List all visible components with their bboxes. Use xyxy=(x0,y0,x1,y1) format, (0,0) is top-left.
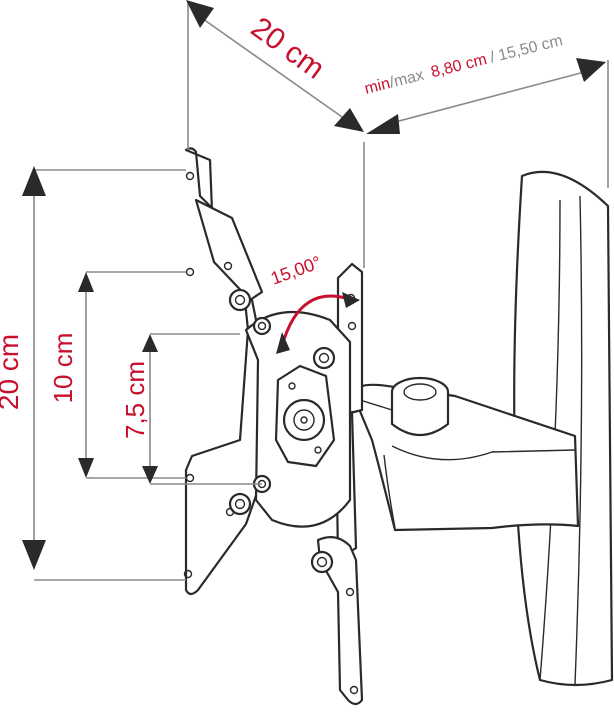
depth-min-value: 8,80 cm xyxy=(429,51,488,81)
outer-height-label: 20 cm xyxy=(0,334,24,410)
swing-arm xyxy=(350,376,580,532)
inner-height-label: 7,5 cm xyxy=(120,361,150,439)
bolt xyxy=(228,492,252,516)
angle-label: 15,00° xyxy=(268,252,324,289)
depth-max-prefix: max xyxy=(392,67,425,91)
depth-max-value: 15,50 cm xyxy=(497,32,565,64)
rotation-hub xyxy=(274,364,336,468)
bolt xyxy=(312,346,336,370)
dimension-lines xyxy=(22,0,609,581)
bolt xyxy=(228,288,252,312)
depth-slash-1: / xyxy=(388,74,397,92)
bolt xyxy=(310,550,334,574)
vesa-plate xyxy=(183,147,364,706)
bolt xyxy=(252,316,272,336)
mid-height-label: 10 cm xyxy=(48,333,78,404)
tilt-angle-indicator xyxy=(276,292,360,354)
depth-min-prefix: min xyxy=(363,75,392,98)
depth-slash-2: / xyxy=(488,49,497,67)
top-width-label: 20 cm xyxy=(245,11,330,86)
